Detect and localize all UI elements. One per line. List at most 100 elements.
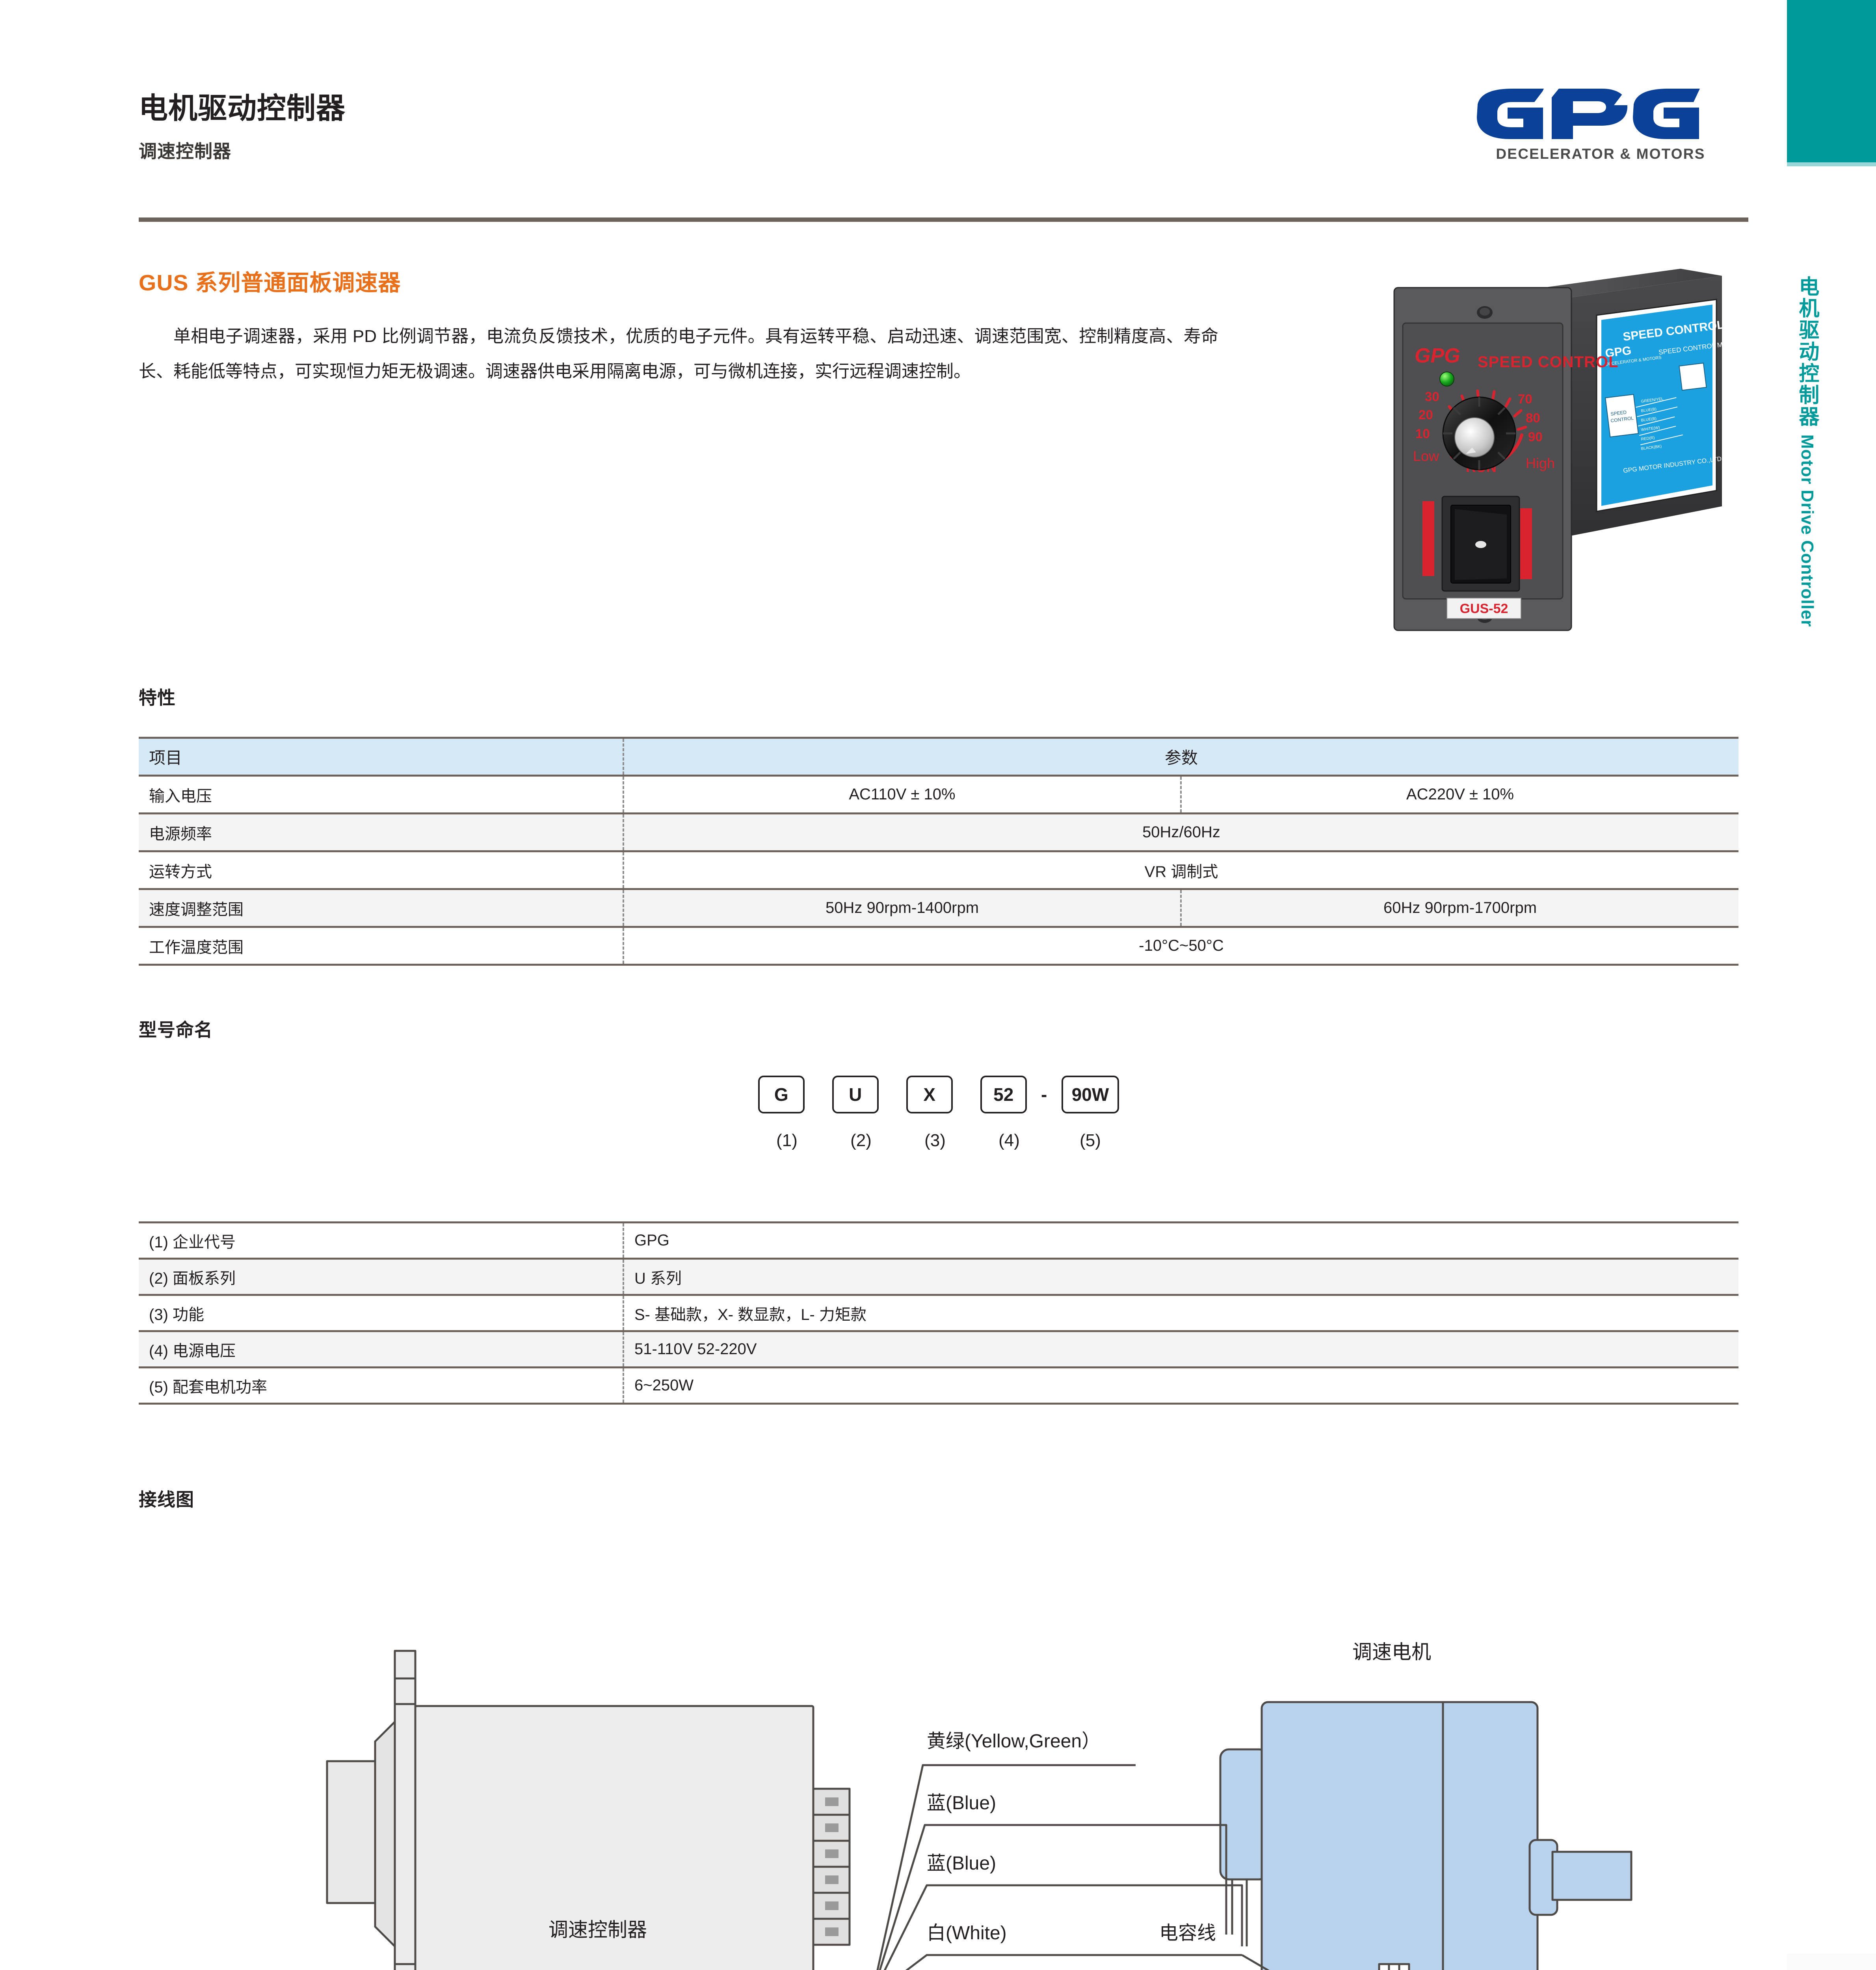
edge-tab-1 [1787, 1953, 1876, 1970]
wiring-diagram-svg: 调速控制器 调速电机 黄绿(Yellow,Green） 蓝(Blue) 蓝(Bl… [326, 1641, 1632, 1970]
spec-header-param: 参数 [622, 737, 1739, 777]
model-box-1: G [758, 1076, 805, 1113]
side-tab-label-en: Motor Drive Controller [1797, 434, 1817, 627]
specification-table: 项目 参数 输入电压 AC110V ± 10% AC220V ± 10% 电源频… [139, 737, 1739, 966]
side-tab-text: 电机驱动控制器 Motor Drive Controller [1795, 276, 1818, 627]
brand-logo: DECELERATOR & MOTORS [1453, 88, 1748, 162]
model-number-1: (1) [776, 1131, 798, 1150]
spec-section-heading: 特性 [139, 688, 176, 708]
series-title: GUS 系列普通面板调速器 [139, 270, 401, 296]
spec-value-operation-mode: VR 调制式 [622, 850, 1739, 890]
table-row: (2) 面板系列 U 系列 [139, 1258, 1738, 1296]
table-row: 电源频率 50Hz/60Hz [139, 812, 1739, 852]
speed-knob-icon [1442, 396, 1516, 470]
logo-subtitle: DECELERATOR & MOTORS [1496, 146, 1705, 162]
side-tab: 电机驱动控制器 Motor Drive Controller [1781, 276, 1832, 749]
model-code-numbers: (1) (2) (3) (4) (5) [139, 1131, 1738, 1150]
model-box-4: 52 [980, 1076, 1027, 1113]
table-row: 速度调整范围 50Hz 90rpm-1400rpm 60Hz 90rpm-170… [139, 888, 1739, 928]
table-row: 输入电压 AC110V ± 10% AC220V ± 10% [139, 775, 1739, 814]
wire-label-blue-1: 蓝(Blue) [927, 1793, 996, 1814]
dial-mark-20: 20 [1419, 407, 1433, 422]
wire-label-white: 白(White) [927, 1923, 1007, 1944]
wire-label-blue-2: 蓝(Blue) [927, 1853, 996, 1874]
model-box-3: X [906, 1076, 953, 1113]
legend-value-5: 6~250W [623, 1366, 1738, 1405]
legend-label-5: (5) 配套电机功率 [139, 1366, 623, 1405]
spec-value-frequency: 50Hz/60Hz [622, 812, 1739, 852]
controller-label: 调速控制器 [548, 1919, 647, 1941]
side-label-brand: GPG [1605, 344, 1632, 360]
page-header: 电机驱动控制器 调速控制器 DECELERATOR & MOTORS [139, 85, 1748, 219]
table-header-row: 项目 参数 [139, 737, 1739, 777]
spec-value-input-voltage-220: AC220V ± 10% [1180, 775, 1739, 814]
table-row: (1) 企业代号 GPG [139, 1221, 1738, 1260]
spec-header-item: 项目 [139, 737, 623, 777]
wire-label-yellow-green: 黄绿(Yellow,Green） [927, 1731, 1101, 1752]
model-number-2: (2) [850, 1131, 872, 1150]
teal-corner-block-fade [1787, 162, 1876, 166]
speed-controller-photo-icon: SPEED CONTROL UNIT SPEED CONTROL MOTOR G… [1393, 269, 1755, 631]
table-row: (4) 电源电压 51-110V 52-220V [139, 1330, 1738, 1368]
page-content: 电机驱动控制器 调速控制器 DECELERATOR & MOTORS [139, 85, 1755, 1970]
dial-mark-70: 70 [1518, 392, 1532, 406]
spec-label-temp-range: 工作温度范围 [139, 926, 623, 966]
dial-high-label: High [1526, 455, 1555, 471]
gpg-logo-icon [1477, 89, 1700, 139]
power-rocker-switch-icon [1441, 496, 1520, 592]
model-legend-table: (1) 企业代号 GPG (2) 面板系列 U 系列 (3) 功能 S- 基础款… [139, 1221, 1738, 1405]
dial-mark-80: 80 [1526, 411, 1540, 425]
svg-text:BLUE(B): BLUE(B) [1641, 407, 1657, 413]
model-number-5: (5) [1080, 1131, 1101, 1150]
status-led-icon [1439, 372, 1454, 387]
motor-label: 调速电机 [1352, 1641, 1431, 1663]
spec-value-input-voltage-110: AC110V ± 10% [623, 775, 1181, 814]
legend-value-1: GPG [623, 1221, 1738, 1260]
svg-text:BLUE(B): BLUE(B) [1641, 416, 1657, 423]
dial-mark-30: 30 [1425, 389, 1439, 404]
wiring-section-heading: 接线图 [139, 1489, 194, 1510]
legend-value-4: 51-110V 52-220V [623, 1330, 1738, 1368]
page-subtitle: 调速控制器 [139, 141, 231, 162]
legend-value-3: S- 基础款，X- 数显款，L- 力矩款 [623, 1294, 1738, 1332]
model-box-2: U [832, 1076, 879, 1113]
legend-value-2: U 系列 [623, 1258, 1738, 1296]
header-divider [139, 217, 1748, 222]
spec-label-input-voltage: 输入电压 [139, 775, 623, 814]
wiring-diagram: 调速控制器 调速电机 黄绿(Yellow,Green） 蓝(Blue) 蓝(Bl… [139, 1529, 1738, 1970]
indicator-bar-right [1520, 508, 1532, 579]
dial-mark-90: 90 [1528, 429, 1543, 444]
intro-paragraph: 单相电子调速器，采用 PD 比例调节器，电流负反馈技术，优质的电子元件。具有运转… [139, 327, 1218, 381]
side-tab-label-cn: 电机驱动控制器 [1795, 276, 1818, 427]
table-row: (3) 功能 S- 基础款，X- 数显款，L- 力矩款 [139, 1294, 1738, 1332]
table-row: 运转方式 VR 调制式 [139, 850, 1739, 890]
indicator-bar-left [1422, 501, 1434, 576]
teal-corner-block [1787, 0, 1876, 162]
page-title: 电机驱动控制器 [139, 92, 346, 125]
dial-low-label: Low [1413, 448, 1439, 464]
spec-value-speed-range-50hz: 50Hz 90rpm-1400rpm [623, 888, 1181, 928]
panel-title: SPEED CONTROL [1478, 353, 1618, 371]
legend-label-2: (2) 面板系列 [139, 1258, 623, 1296]
legend-label-4: (4) 电源电压 [139, 1330, 623, 1368]
spec-label-operation-mode: 运转方式 [139, 850, 623, 890]
svg-text:SPEED: SPEED [1610, 409, 1627, 417]
model-separator: - [1041, 1084, 1047, 1105]
dial-mark-10: 10 [1415, 426, 1430, 441]
model-section-heading: 型号命名 [139, 1020, 213, 1040]
wire-note-white: 电容线 [1159, 1923, 1216, 1944]
spec-label-frequency: 电源频率 [139, 812, 623, 852]
spec-label-speed-range: 速度调整范围 [139, 888, 623, 928]
model-box-5: 90W [1061, 1076, 1119, 1113]
legend-label-3: (3) 功能 [139, 1294, 623, 1332]
model-code-boxes: G U X 52 - 90W [139, 1076, 1738, 1113]
model-number-3: (3) [924, 1131, 946, 1150]
table-row: (5) 配套电机功率 6~250W [139, 1366, 1738, 1405]
spec-value-speed-range-60hz: 60Hz 90rpm-1700rpm [1180, 888, 1739, 928]
spec-value-temp-range: -10°C~50°C [622, 926, 1739, 966]
legend-label-1: (1) 企业代号 [139, 1221, 623, 1260]
model-label-plate [1447, 598, 1521, 619]
edge-tabs [1787, 1953, 1876, 1970]
table-row: 工作温度范围 -10°C~50°C [139, 926, 1739, 966]
panel-brand: GPG [1415, 344, 1460, 367]
